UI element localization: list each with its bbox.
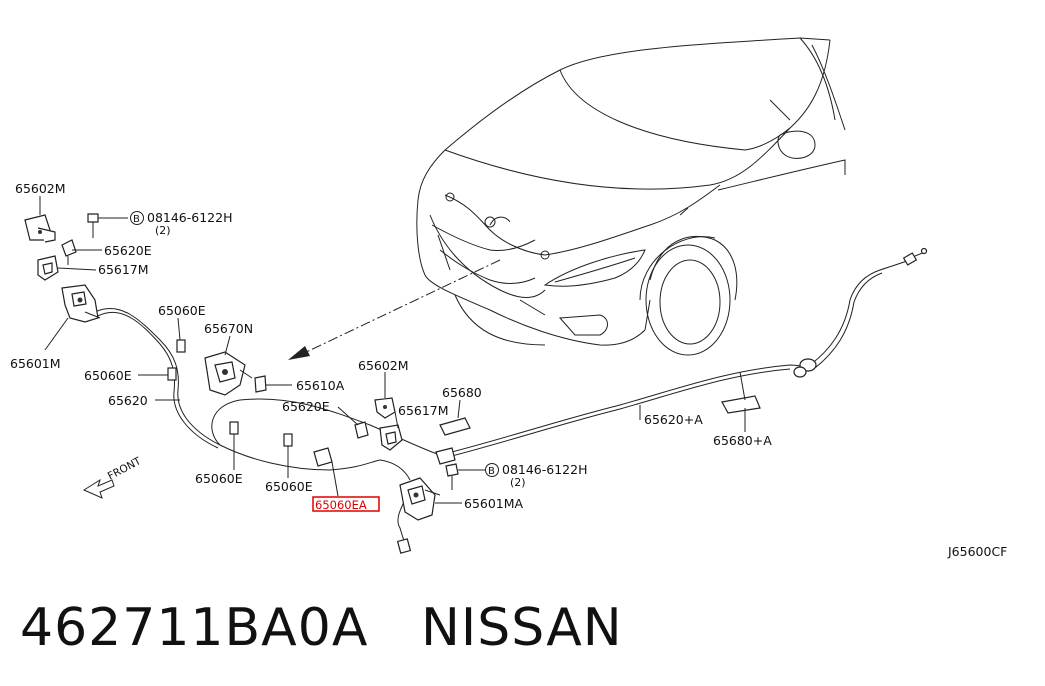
cable-clip [435, 447, 456, 465]
label-65620A: 65620+A [644, 412, 703, 427]
bolt-right [445, 463, 459, 490]
latch-65670N [204, 351, 253, 396]
brand-name: NISSAN [421, 598, 623, 658]
label-65680: 65680 [442, 385, 482, 400]
cable-end-bottom [396, 538, 412, 554]
label-65670N: 65670N [204, 321, 253, 336]
part-labels: 65602M B 08146-6122H (2) 65620E 65617M 6… [10, 181, 1007, 559]
part-number: 462711BA0A [20, 598, 369, 658]
clip-65060EA [313, 447, 333, 467]
label-65602M-right: 65602M [358, 358, 409, 373]
part-caption: 462711BA0A NISSAN [20, 598, 623, 658]
car-illustration [416, 37, 846, 356]
label-bolt-right: 08146-6122H [502, 462, 588, 477]
label-65602M-left: 65602M [15, 181, 66, 196]
clip-65060E-low2 [283, 433, 293, 447]
latch-65601MA [399, 477, 441, 521]
release-cable [94, 257, 916, 546]
clip-65620E-left [61, 239, 77, 265]
label-65610A: 65610A [296, 378, 345, 393]
clip-65620E-right [354, 421, 369, 439]
label-65060E-top: 65060E [158, 303, 206, 318]
bolt-marker-right: B [488, 466, 495, 477]
label-65620: 65620 [108, 393, 148, 408]
diagram-code: J65600CF [947, 544, 1007, 559]
bolt-left [87, 213, 99, 238]
pad-65680 [439, 417, 471, 436]
pad-65680A [721, 395, 761, 414]
bracket-65602M-left [24, 214, 56, 243]
label-65060E-low1: 65060E [195, 471, 243, 486]
clip-65060E-top [176, 339, 186, 353]
label-bolt-left-qty: (2) [155, 224, 171, 237]
label-65060E-mid: 65060E [84, 368, 132, 383]
bolt-marker-left: B [133, 214, 140, 225]
clip-65060E-mid [167, 367, 177, 381]
label-65620E-right: 65620E [282, 399, 330, 414]
front-label: FRONT [106, 455, 144, 483]
seal-65617M-left [37, 255, 59, 281]
label-65617M-left: 65617M [98, 262, 149, 277]
label-65601M: 65601M [10, 356, 61, 371]
bracket-65602M-right [374, 397, 396, 419]
pointer-arrow [288, 259, 501, 360]
label-bolt-right-qty: (2) [510, 476, 526, 489]
label-65060EA: 65060EA [315, 498, 367, 512]
label-65617M-right: 65617M [398, 403, 449, 418]
seal-65617M-right [379, 424, 403, 451]
label-65620E-left: 65620E [104, 243, 152, 258]
label-65601MA: 65601MA [464, 496, 524, 511]
leader-lines [39, 196, 746, 504]
release-handle-end [793, 247, 928, 378]
bolt-65610A [254, 375, 267, 393]
label-65680A: 65680+A [713, 433, 772, 448]
latch-65601M [61, 284, 101, 323]
label-bolt-left: 08146-6122H [147, 210, 233, 225]
label-65060E-low2: 65060E [265, 479, 313, 494]
clip-65060E-low1 [229, 421, 239, 435]
front-arrow: FRONT [82, 455, 144, 499]
highlight-box [312, 496, 380, 512]
